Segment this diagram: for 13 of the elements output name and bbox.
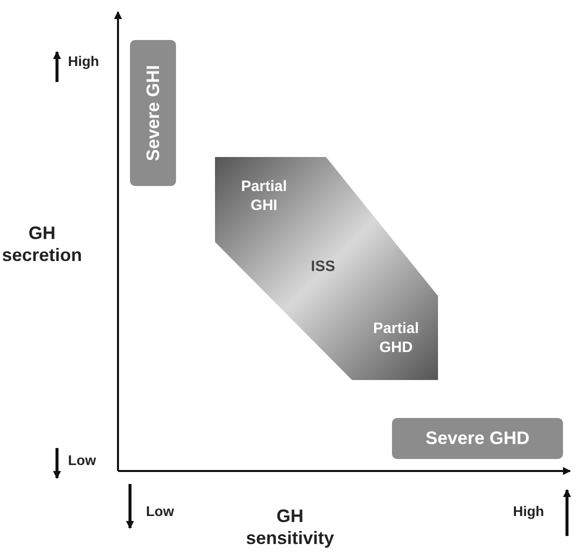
axis-label: Low — [68, 452, 96, 468]
axis-label: High — [68, 53, 100, 69]
axis-label: High — [513, 503, 544, 519]
axis-label: Low — [146, 503, 174, 519]
region-label: ISS — [310, 257, 336, 276]
axis-label: GH sensitivity — [245, 505, 335, 549]
category-box — [392, 418, 563, 459]
box-label: Severe GHI — [142, 64, 164, 162]
region-label: Partial GHD — [372, 319, 420, 357]
category-box — [130, 40, 176, 186]
axis-label: GH secretion — [0, 222, 84, 266]
box-label: Severe GHD — [425, 428, 530, 449]
region-label: Partial GHI — [240, 177, 288, 215]
